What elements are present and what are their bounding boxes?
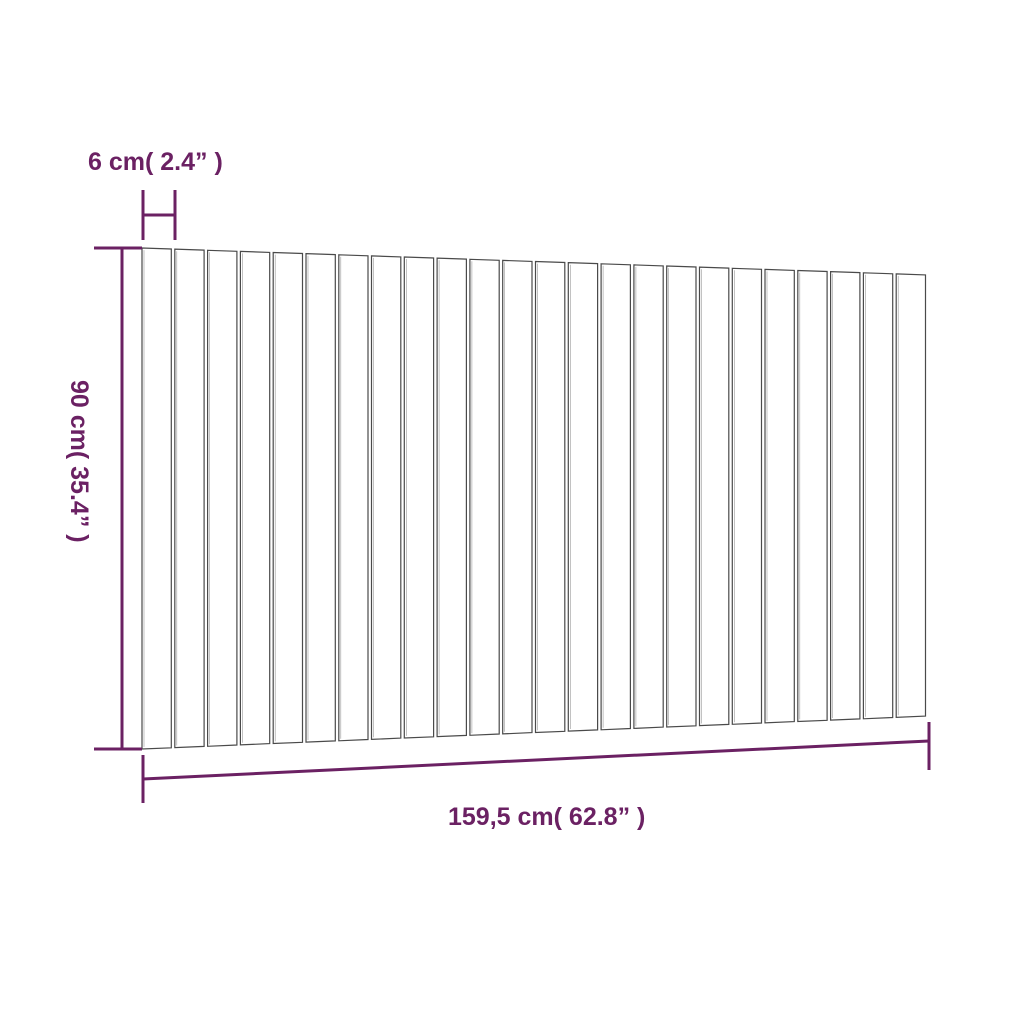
slat xyxy=(338,254,369,742)
slat xyxy=(829,270,861,721)
width-line xyxy=(142,739,930,781)
slat xyxy=(174,248,205,749)
slat-width-dimension: 6 cm( 2.4” ) xyxy=(88,148,223,240)
slat-width-label: 6 cm( 2.4” ) xyxy=(88,148,223,176)
slat xyxy=(764,268,795,724)
slat xyxy=(239,250,271,746)
width-label: 159,5 cm( 62.8” ) xyxy=(448,803,645,831)
slat xyxy=(502,259,533,735)
slat xyxy=(666,265,697,728)
slat xyxy=(567,261,599,732)
height-dimension: 90 cm( 35.4” ) xyxy=(65,246,142,751)
slat xyxy=(534,260,566,734)
slat xyxy=(862,272,894,720)
slat xyxy=(797,269,828,723)
slat xyxy=(895,273,927,719)
headboard-slats xyxy=(141,247,927,750)
slat xyxy=(272,251,304,745)
slat xyxy=(305,252,336,743)
slat xyxy=(207,249,238,747)
slat xyxy=(436,257,467,738)
slat xyxy=(469,258,500,736)
height-label: 90 cm( 35.4” ) xyxy=(65,380,93,543)
slat xyxy=(633,264,664,730)
slat xyxy=(403,256,435,739)
slat xyxy=(600,263,632,731)
slat xyxy=(698,266,730,727)
slat xyxy=(731,267,763,725)
width-dimension: 159,5 cm( 62.8” ) xyxy=(141,722,931,831)
slat xyxy=(370,255,402,741)
slat xyxy=(141,247,172,750)
